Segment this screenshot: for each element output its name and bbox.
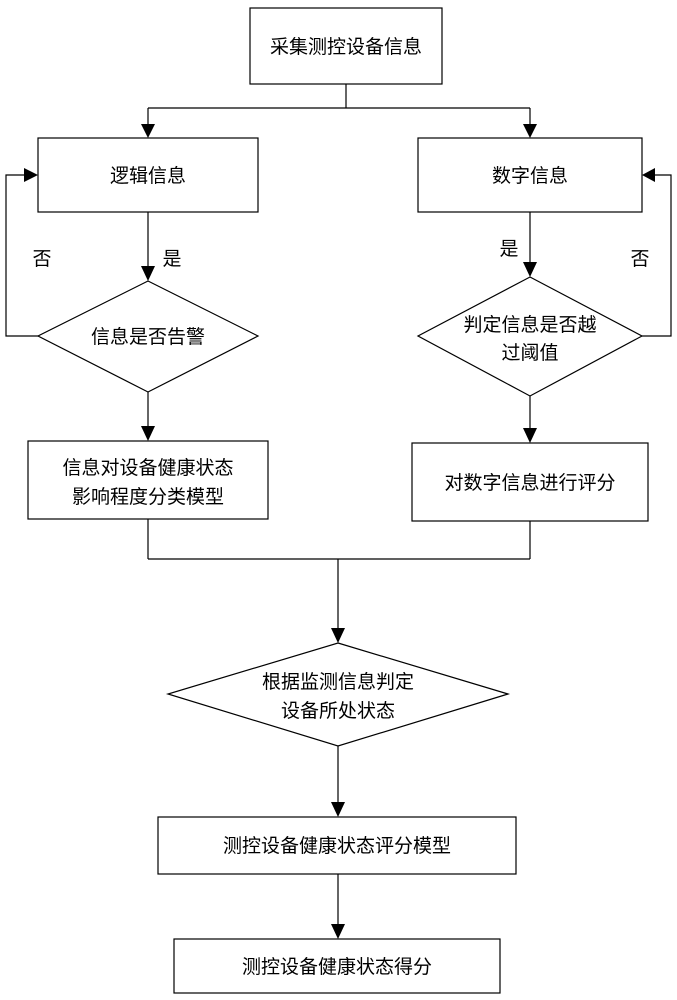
node-judge-state: 根据监测信息判定 设备所处状态 (165, 642, 511, 747)
label-right-no: 否 (630, 248, 649, 270)
node-alarm-check-label: 信息是否告警 (91, 326, 205, 348)
node-threshold-check-label-line2: 过阈值 (501, 342, 558, 364)
node-health-model: 测控设备健康状态评分模型 (157, 816, 517, 875)
arrowhead-loop-to-logic (24, 168, 38, 182)
node-score-digital: 对数字信息进行评分 (411, 442, 649, 522)
node-threshold-check: 判定信息是否越 过阈值 (416, 276, 644, 397)
node-threshold-check-label-line1: 判定信息是否越 (463, 314, 596, 336)
node-health-score: 测控设备健康状态得分 (173, 938, 501, 994)
arrowhead-loop-to-digital (642, 168, 655, 182)
node-health-model-label: 测控设备健康状态评分模型 (223, 835, 451, 857)
node-health-score-label: 测控设备健康状态得分 (242, 956, 432, 978)
arrowhead-to-threshold (523, 262, 537, 277)
arrowhead-to-score (523, 428, 537, 443)
node-collect-label: 采集测控设备信息 (270, 36, 422, 58)
node-judge-state-label-line1: 根据监测信息判定 (262, 671, 414, 693)
node-logic-info-label: 逻辑信息 (110, 165, 186, 187)
arrowhead-to-classify (141, 426, 155, 441)
node-classify-model-label-line1: 信息对设备健康状态 (62, 457, 233, 479)
label-left-yes: 是 (162, 248, 181, 270)
node-score-digital-label: 对数字信息进行评分 (444, 472, 615, 494)
arrowhead-to-alarm (141, 266, 155, 281)
arrowhead-to-logic (141, 124, 155, 138)
node-alarm-check: 信息是否告警 (36, 280, 260, 393)
node-collect: 采集测控设备信息 (249, 7, 443, 85)
node-judge-state-label-line2: 设备所处状态 (281, 700, 395, 722)
node-logic-info: 逻辑信息 (37, 137, 259, 213)
arrowhead-to-model (331, 802, 345, 817)
arrowhead-to-digital (523, 124, 537, 138)
node-digital-info: 数字信息 (417, 137, 643, 213)
connector-alarm-no-loop (5, 174, 38, 337)
connector-threshold-no-loop (642, 174, 672, 337)
arrowhead-to-judge (331, 628, 345, 643)
node-digital-info-label: 数字信息 (492, 165, 568, 187)
arrowhead-to-health-score (331, 924, 345, 939)
node-classify-model: 信息对设备健康状态 影响程度分类模型 (27, 440, 269, 520)
node-classify-model-label-line2: 影响程度分类模型 (72, 486, 224, 508)
label-right-yes: 是 (499, 238, 518, 260)
label-left-no: 否 (32, 248, 51, 270)
